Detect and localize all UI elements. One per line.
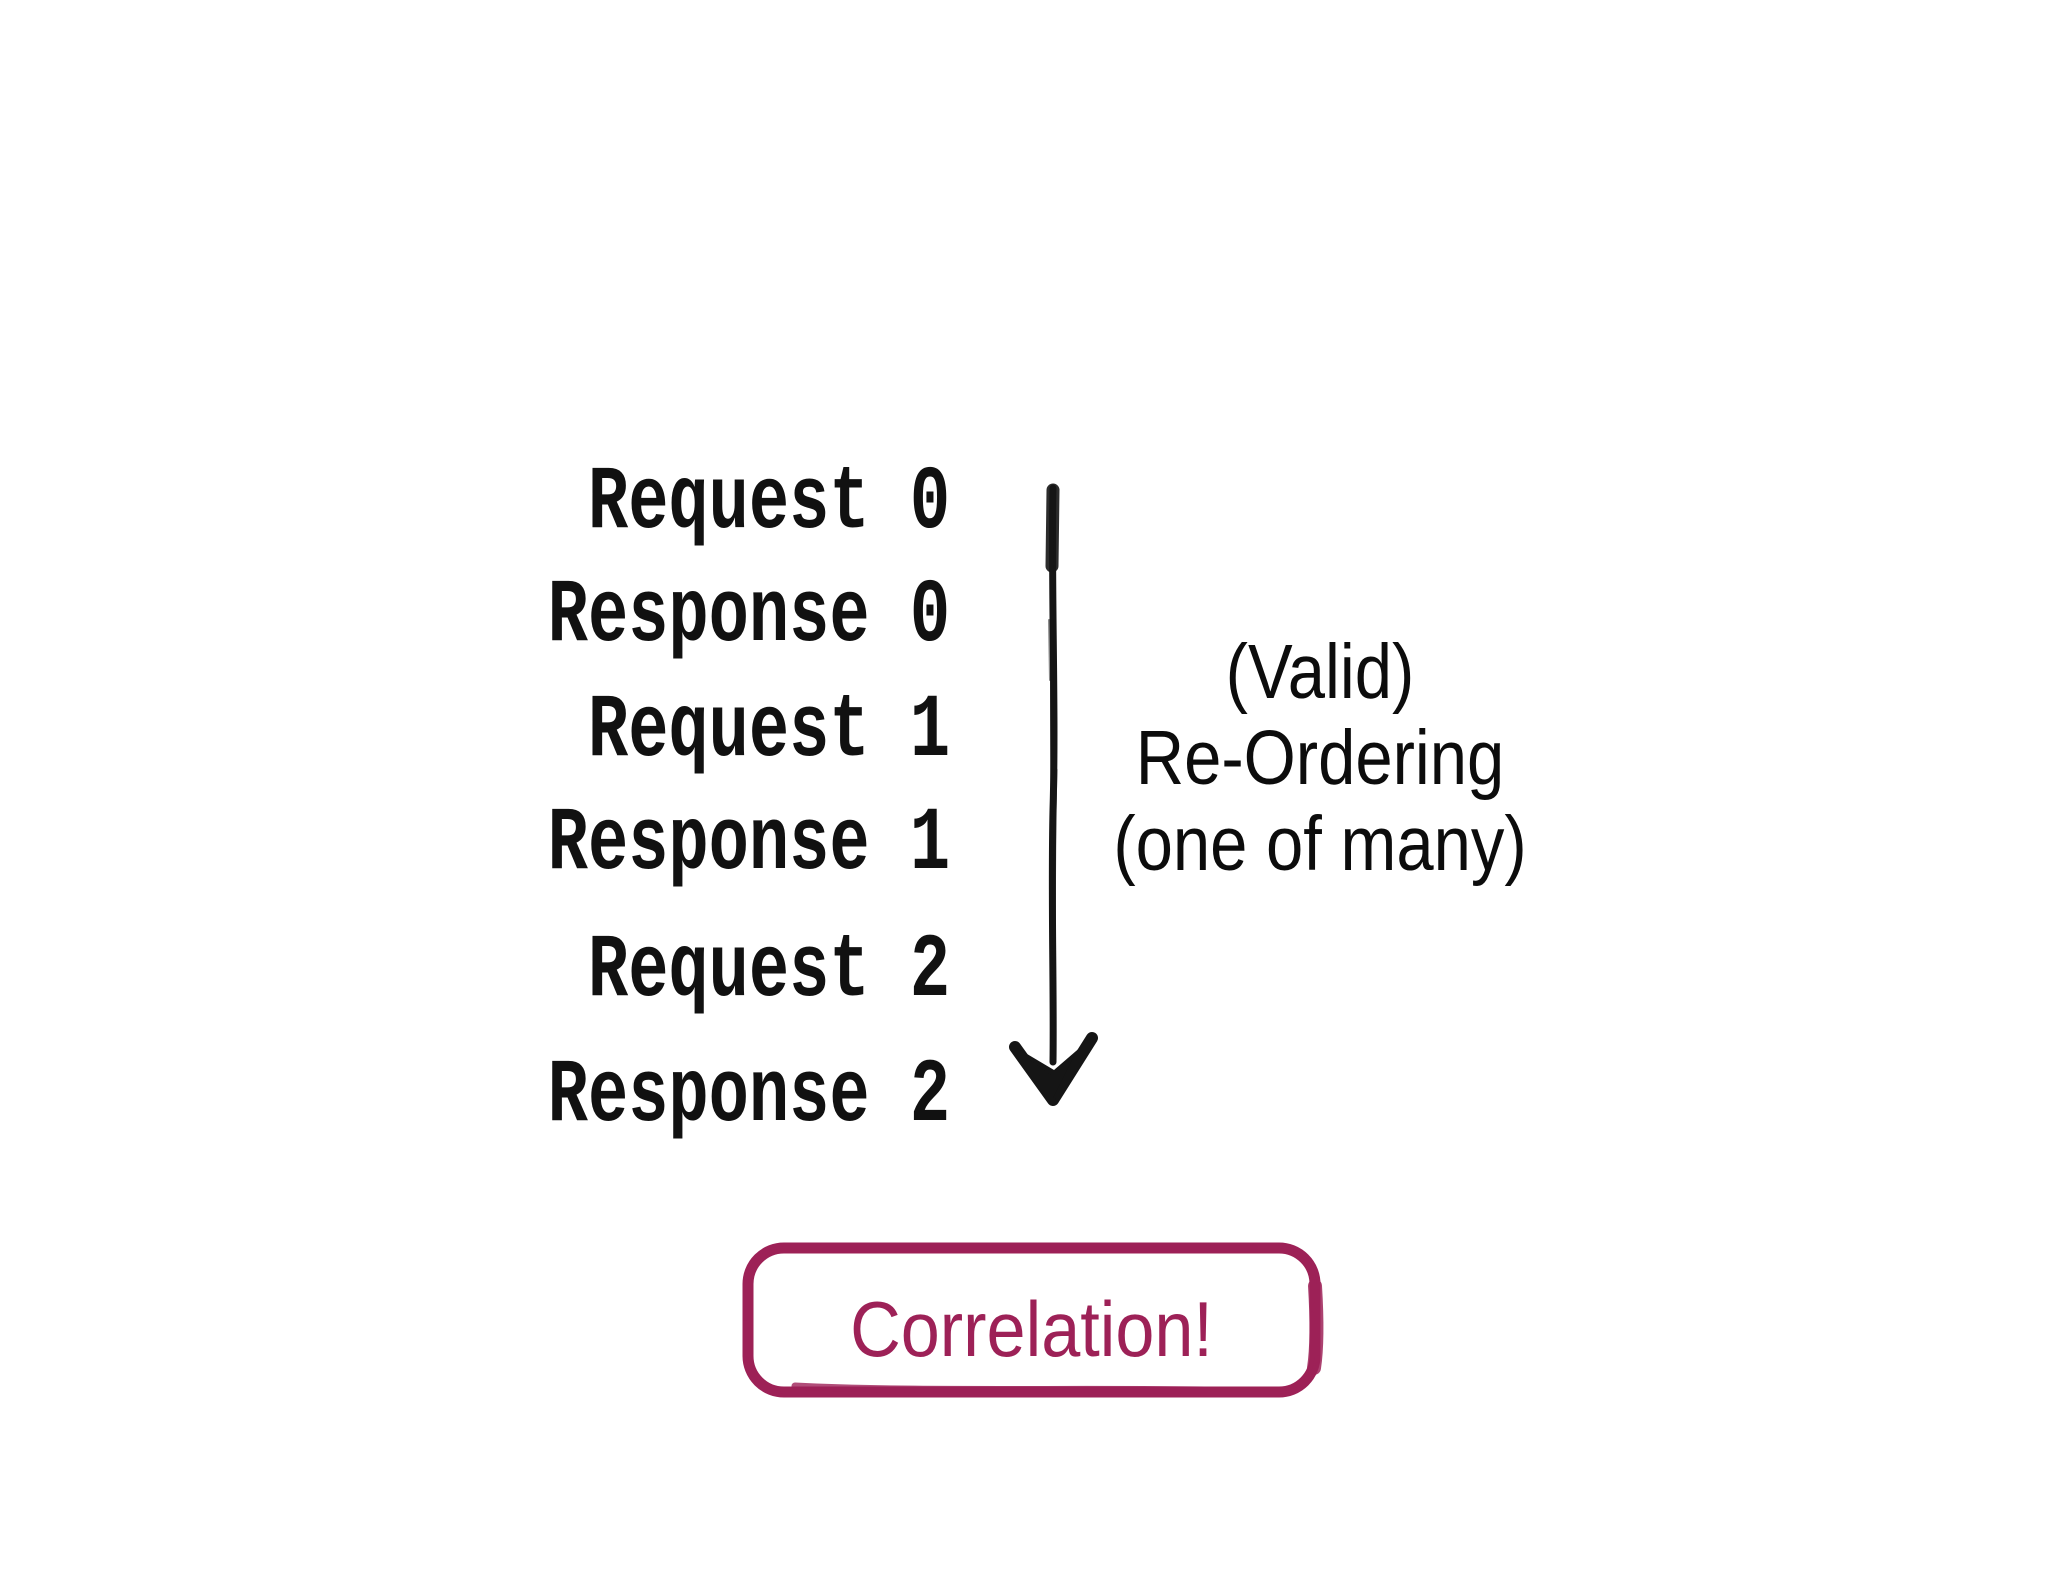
list-item: Response 0 [547, 566, 950, 668]
annotation-line: (Valid) [1225, 629, 1415, 715]
list-item: Request 1 [587, 681, 950, 783]
list-item: Request 0 [587, 453, 950, 555]
down-arrow-icon [1009, 483, 1098, 1106]
annotation-line: Re-Ordering [1135, 715, 1505, 801]
list-item: Request 2 [587, 921, 950, 1023]
list-item: Response 1 [547, 794, 950, 896]
annotation-line: (one of many) [1113, 801, 1527, 887]
list-item: Response 2 [547, 1046, 950, 1148]
arrow-annotation: (Valid) Re-Ordering (one of many) [1016, 629, 1625, 887]
stamp-border [742, 1242, 1324, 1398]
stamp-label: Correlation! [850, 1284, 1213, 1373]
